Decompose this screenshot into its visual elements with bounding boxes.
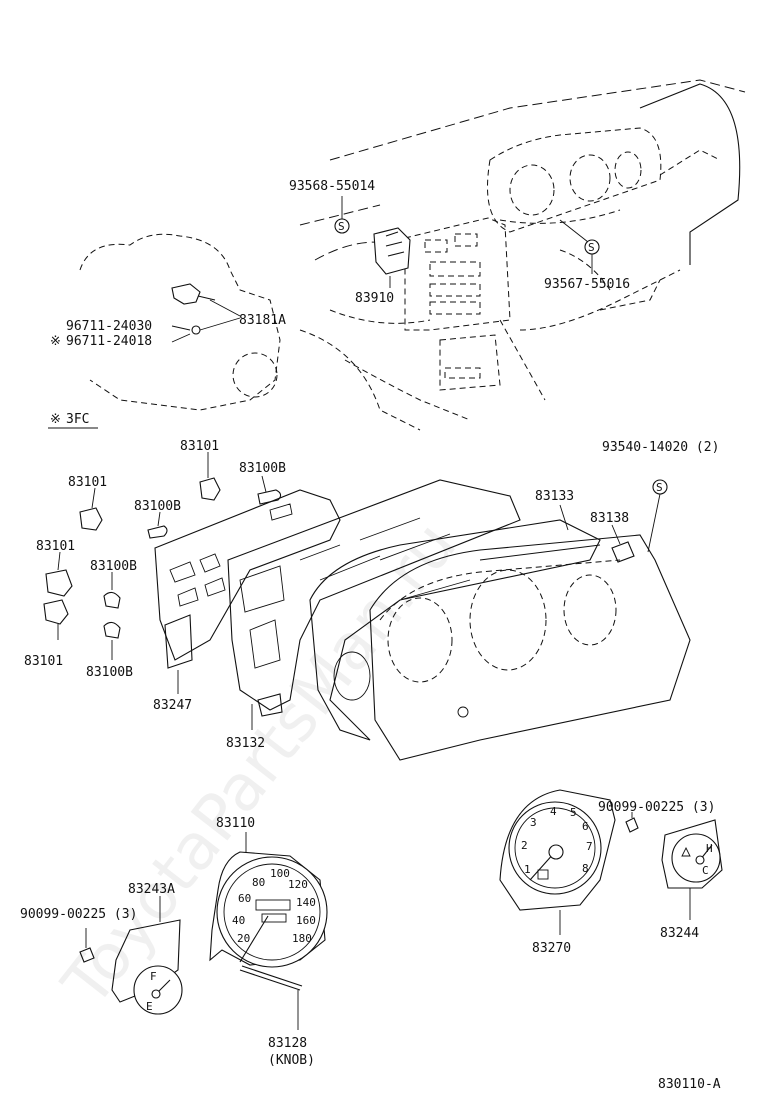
svg-text:7: 7 (586, 840, 593, 853)
part-83100B-b: 83100B (90, 559, 137, 574)
part-83101-c: 83101 (24, 654, 63, 669)
cluster-exploded-view (154, 479, 691, 761)
svg-text:180: 180 (292, 932, 312, 945)
part-90099-00225-left: 90099-00225 (3) (20, 907, 137, 922)
svg-text:E: E (146, 1000, 153, 1013)
part-83100B-a: 83100B (134, 499, 181, 514)
svg-text:8: 8 (582, 862, 589, 875)
fuel-gauge-83243A: F E (111, 896, 183, 1015)
screw-marker-93540: S (652, 479, 668, 495)
svg-text:40: 40 (232, 914, 245, 927)
svg-text:S: S (656, 481, 663, 494)
svg-text:60: 60 (238, 892, 251, 905)
svg-text:S: S (338, 220, 345, 233)
screw-marker-93568: S (334, 218, 350, 234)
svg-text:6: 6 (582, 820, 589, 833)
diagram-code: 830110-A (658, 1077, 721, 1092)
note-mark-1: ※ (50, 334, 61, 349)
screw-marker-93567: S (584, 239, 600, 255)
part-83270: 83270 (532, 941, 571, 956)
switch-83910-shape (373, 227, 411, 275)
part-93567-55016: 93567-55016 (544, 277, 630, 292)
svg-text:F: F (150, 970, 157, 983)
part-90099-00225-right: 90099-00225 (3) (598, 800, 715, 815)
part-83243A: 83243A (128, 882, 175, 897)
part-93540-14020: 93540-14020 (2) (602, 440, 719, 455)
dashboard-overview (299, 79, 746, 431)
part-83101-b: 83101 (36, 539, 75, 554)
part-96711-24030: 96711-24030 (66, 319, 152, 334)
part-96711-24018: 96711-24018 (66, 334, 152, 349)
speedometer-83110: 20 40 60 80 100 120 140 160 180 (209, 832, 328, 1030)
part-83910: 83910 (355, 291, 394, 306)
note-mark-2: ※ (50, 412, 61, 427)
svg-text:3: 3 (530, 816, 537, 829)
svg-text:120: 120 (288, 878, 308, 891)
svg-text:5: 5 (570, 806, 577, 819)
svg-text:160: 160 (296, 914, 316, 927)
part-83110: 83110 (216, 816, 255, 831)
part-83128: 83128 (268, 1036, 307, 1051)
svg-text:H: H (706, 842, 713, 855)
svg-text:C: C (702, 864, 709, 877)
svg-text:140: 140 (296, 896, 316, 909)
svg-text:4: 4 (550, 805, 557, 818)
temp-gauge-83244: H C (661, 819, 723, 920)
part-83138: 83138 (590, 511, 629, 526)
engine-outline (79, 233, 281, 411)
bulb-sockets (43, 452, 282, 660)
part-83133: 83133 (535, 489, 574, 504)
part-83181A: 83181A (239, 313, 286, 328)
part-83100B-top: 83100B (239, 461, 286, 476)
svg-text:80: 80 (252, 876, 265, 889)
note-3fc: 3FC (66, 412, 89, 427)
svg-text:100: 100 (270, 867, 290, 880)
part-93568-55014: 93568-55014 (289, 179, 375, 194)
part-83132: 83132 (226, 736, 265, 751)
part-83101-top: 83101 (180, 439, 219, 454)
part-83128-knob-note: (KNOB) (268, 1053, 315, 1068)
svg-text:S: S (588, 241, 595, 254)
tachometer-83270: 1 2 3 4 5 6 7 8 (499, 789, 616, 935)
part-83244: 83244 (660, 926, 699, 941)
part-83101-a: 83101 (68, 475, 107, 490)
svg-text:20: 20 (237, 932, 250, 945)
svg-text:1: 1 (524, 863, 531, 876)
part-83247: 83247 (153, 698, 192, 713)
part-83100B-c: 83100B (86, 665, 133, 680)
svg-text:2: 2 (521, 839, 528, 852)
